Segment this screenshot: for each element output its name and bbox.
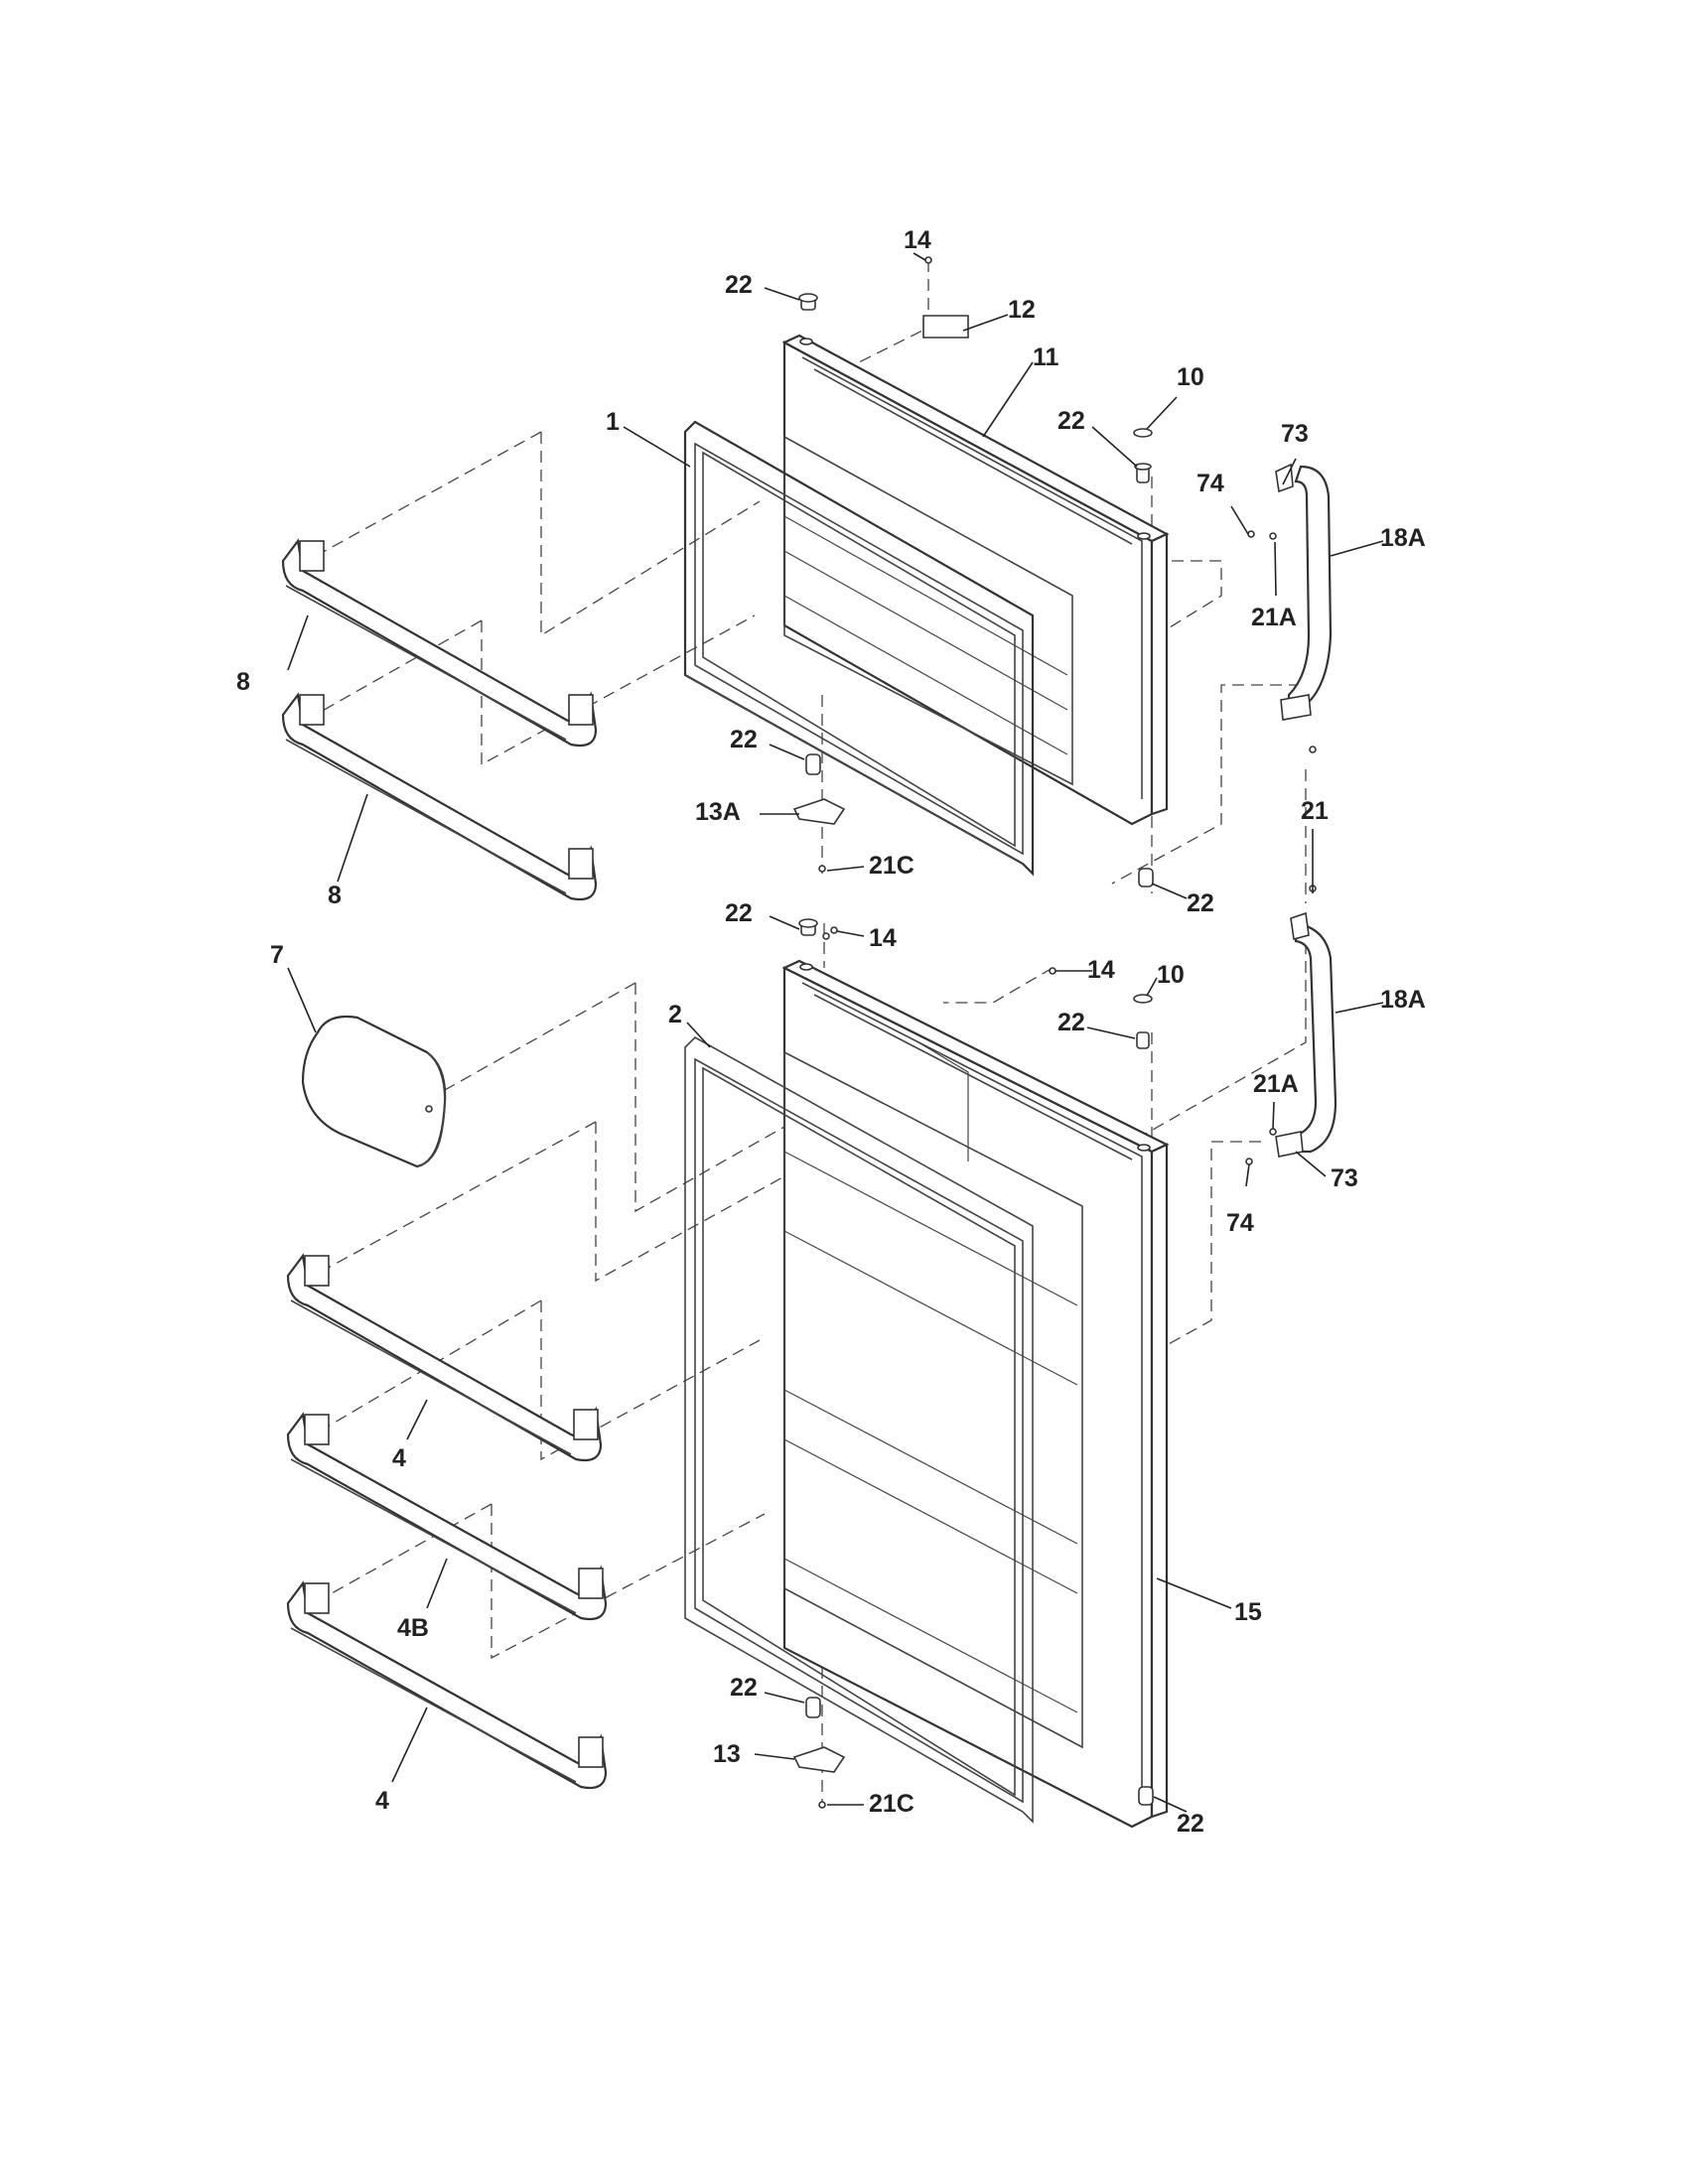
callout-4-b: 4	[375, 1787, 389, 1815]
fresh-food-shelf-lower	[286, 1580, 608, 1790]
callout-21: 21	[1301, 797, 1329, 825]
callout-7: 7	[270, 941, 284, 969]
callout-22-top: 22	[725, 271, 753, 299]
callout-22-ff-top: 22	[725, 899, 753, 927]
callout-22-fz-bottom: 22	[730, 726, 758, 753]
callout-10-top: 10	[1177, 363, 1204, 391]
callout-13A: 13A	[695, 798, 741, 826]
freezer-door-handle	[1247, 463, 1333, 892]
fresh-food-door-handle	[1245, 911, 1337, 1165]
callout-4-a: 4	[392, 1444, 406, 1472]
callout-22-hinge-top: 22	[1057, 407, 1085, 435]
callout-21C-top: 21C	[869, 852, 914, 880]
callout-73-top: 73	[1281, 420, 1309, 448]
freezer-bottom-hinge	[792, 753, 1154, 887]
freezer-shelf-upper	[281, 538, 598, 748]
callout-14-mid: 14	[869, 924, 897, 952]
callout-8-a: 8	[236, 668, 250, 696]
butter-bin	[301, 1015, 447, 1168]
callout-12: 12	[1008, 296, 1036, 324]
freezer-door	[781, 334, 1170, 826]
callout-22-ff-right: 22	[1177, 1810, 1204, 1838]
freezer-door-gasket	[683, 420, 1035, 877]
leader-lines	[287, 252, 1384, 1813]
callout-73-bottom: 73	[1331, 1164, 1358, 1192]
fresh-food-bottom-hinge	[792, 1697, 1154, 1809]
fresh-food-door-gasket	[684, 1036, 1034, 1824]
callout-2: 2	[668, 1001, 682, 1028]
callout-4B: 4B	[397, 1614, 429, 1642]
freezer-shelf-lower	[281, 692, 598, 901]
callout-1: 1	[606, 408, 620, 436]
callout-14-mid2: 14	[1087, 956, 1115, 984]
callout-74-top: 74	[1196, 470, 1224, 497]
callout-14-top: 14	[904, 226, 931, 254]
callout-13: 13	[713, 1740, 741, 1768]
callout-22-fz-right: 22	[1187, 889, 1214, 917]
alignment-lines	[297, 260, 1307, 1807]
callout-18A-top: 18A	[1380, 524, 1426, 552]
fresh-food-shelf-middle	[286, 1412, 608, 1621]
callout-21A-top: 21A	[1251, 604, 1297, 631]
callout-74-bottom: 74	[1226, 1209, 1254, 1237]
callout-11: 11	[1033, 343, 1059, 371]
callout-22-ff-hinge: 22	[1057, 1009, 1085, 1036]
callout-15: 15	[1234, 1598, 1262, 1626]
callout-labels: 14 22 12 11 10 22 73 74 18A 21A 1 8 8 22…	[236, 226, 1426, 1838]
callout-18A-bottom: 18A	[1380, 986, 1426, 1014]
callout-22-ff-bottom: 22	[730, 1674, 758, 1702]
callout-21C-bottom: 21C	[869, 1790, 914, 1818]
callout-21A-bottom: 21A	[1253, 1070, 1299, 1098]
callout-10-mid: 10	[1157, 961, 1185, 989]
fresh-food-shelf-upper	[286, 1253, 603, 1462]
callout-8-b: 8	[328, 882, 342, 909]
fresh-food-door	[781, 959, 1170, 1829]
